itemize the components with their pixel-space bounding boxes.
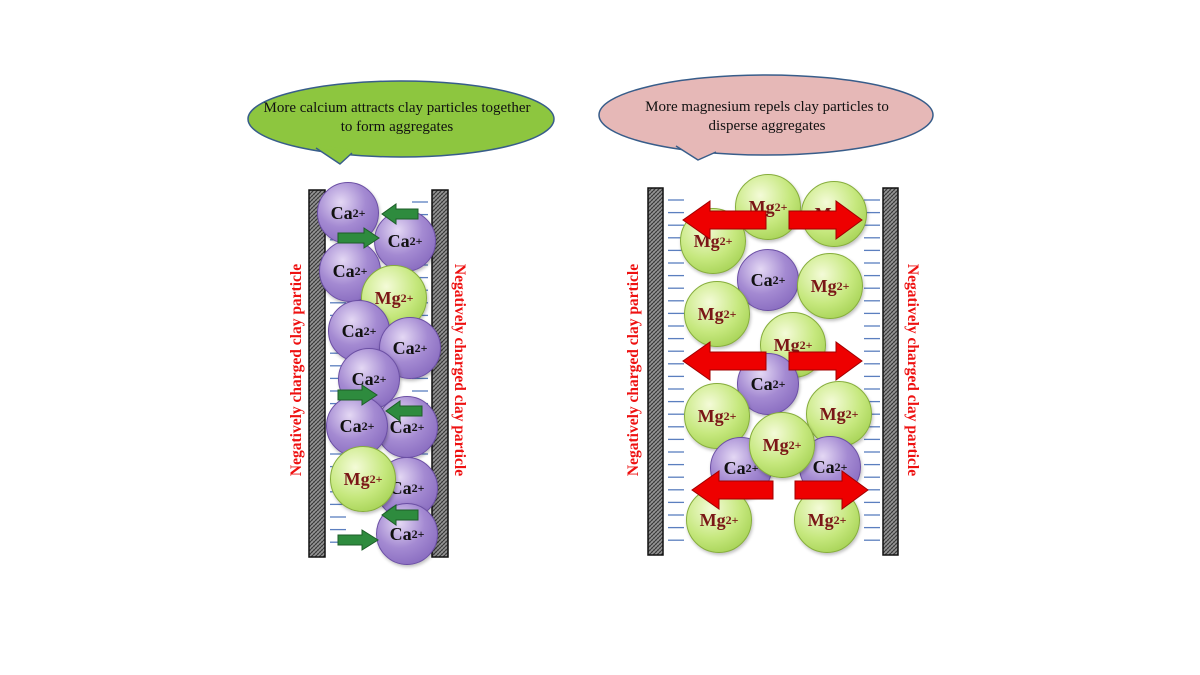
- ion-symbol: Mg: [748, 196, 775, 217]
- clay-plate-right: [882, 187, 899, 556]
- ion-symbol: Mg: [814, 203, 841, 224]
- clay-plate-left: [647, 187, 664, 556]
- plate-label-left: Negatively charged clay particle: [288, 263, 305, 477]
- ion-symbol: Mg: [693, 230, 720, 251]
- ion-symbol: Ca: [387, 230, 410, 251]
- ion-symbol: Mg: [697, 405, 724, 426]
- plate-label-right: Negatively charged clay particle: [451, 263, 468, 477]
- ion-symbol: Mg: [343, 468, 370, 489]
- clay-plate-left: [308, 189, 326, 558]
- ion-symbol: Mg: [819, 403, 846, 424]
- plate-label-right: Negatively charged clay particle: [904, 263, 921, 477]
- ion-symbol: Mg: [810, 275, 837, 296]
- ion-symbol: Mg: [807, 509, 834, 530]
- callout-text-magnesium: More magnesium repels clay particles to …: [645, 99, 889, 134]
- ion-symbol: Mg: [374, 287, 401, 308]
- ion-symbol: Ca: [339, 415, 362, 436]
- ion-symbol: Ca: [723, 457, 746, 478]
- callout-bubble-magnesium: [598, 74, 934, 161]
- callout-bubble-calcium: [247, 80, 555, 165]
- plate-label-left: Negatively charged clay particle: [625, 263, 642, 477]
- callout-text-calcium: More calcium attracts clay particles tog…: [263, 100, 531, 135]
- ion-symbol: Mg: [762, 434, 789, 455]
- ion-symbol: Ca: [389, 523, 412, 544]
- ion-symbol: Ca: [392, 337, 415, 358]
- ion-symbol: Mg: [773, 334, 800, 355]
- ion-symbol: Ca: [750, 269, 773, 290]
- ion-symbol: Ca: [351, 368, 374, 389]
- clay-plate-right: [431, 189, 449, 558]
- ion-symbol: Ca: [341, 320, 364, 341]
- ion-symbol: Ca: [330, 202, 353, 223]
- ion-symbol: Mg: [699, 509, 726, 530]
- ion-symbol: Ca: [812, 456, 835, 477]
- ion-symbol: Ca: [389, 416, 412, 437]
- ion-symbol: Ca: [332, 260, 355, 281]
- ion-symbol: Ca: [750, 373, 773, 394]
- ion-symbol: Mg: [697, 303, 724, 324]
